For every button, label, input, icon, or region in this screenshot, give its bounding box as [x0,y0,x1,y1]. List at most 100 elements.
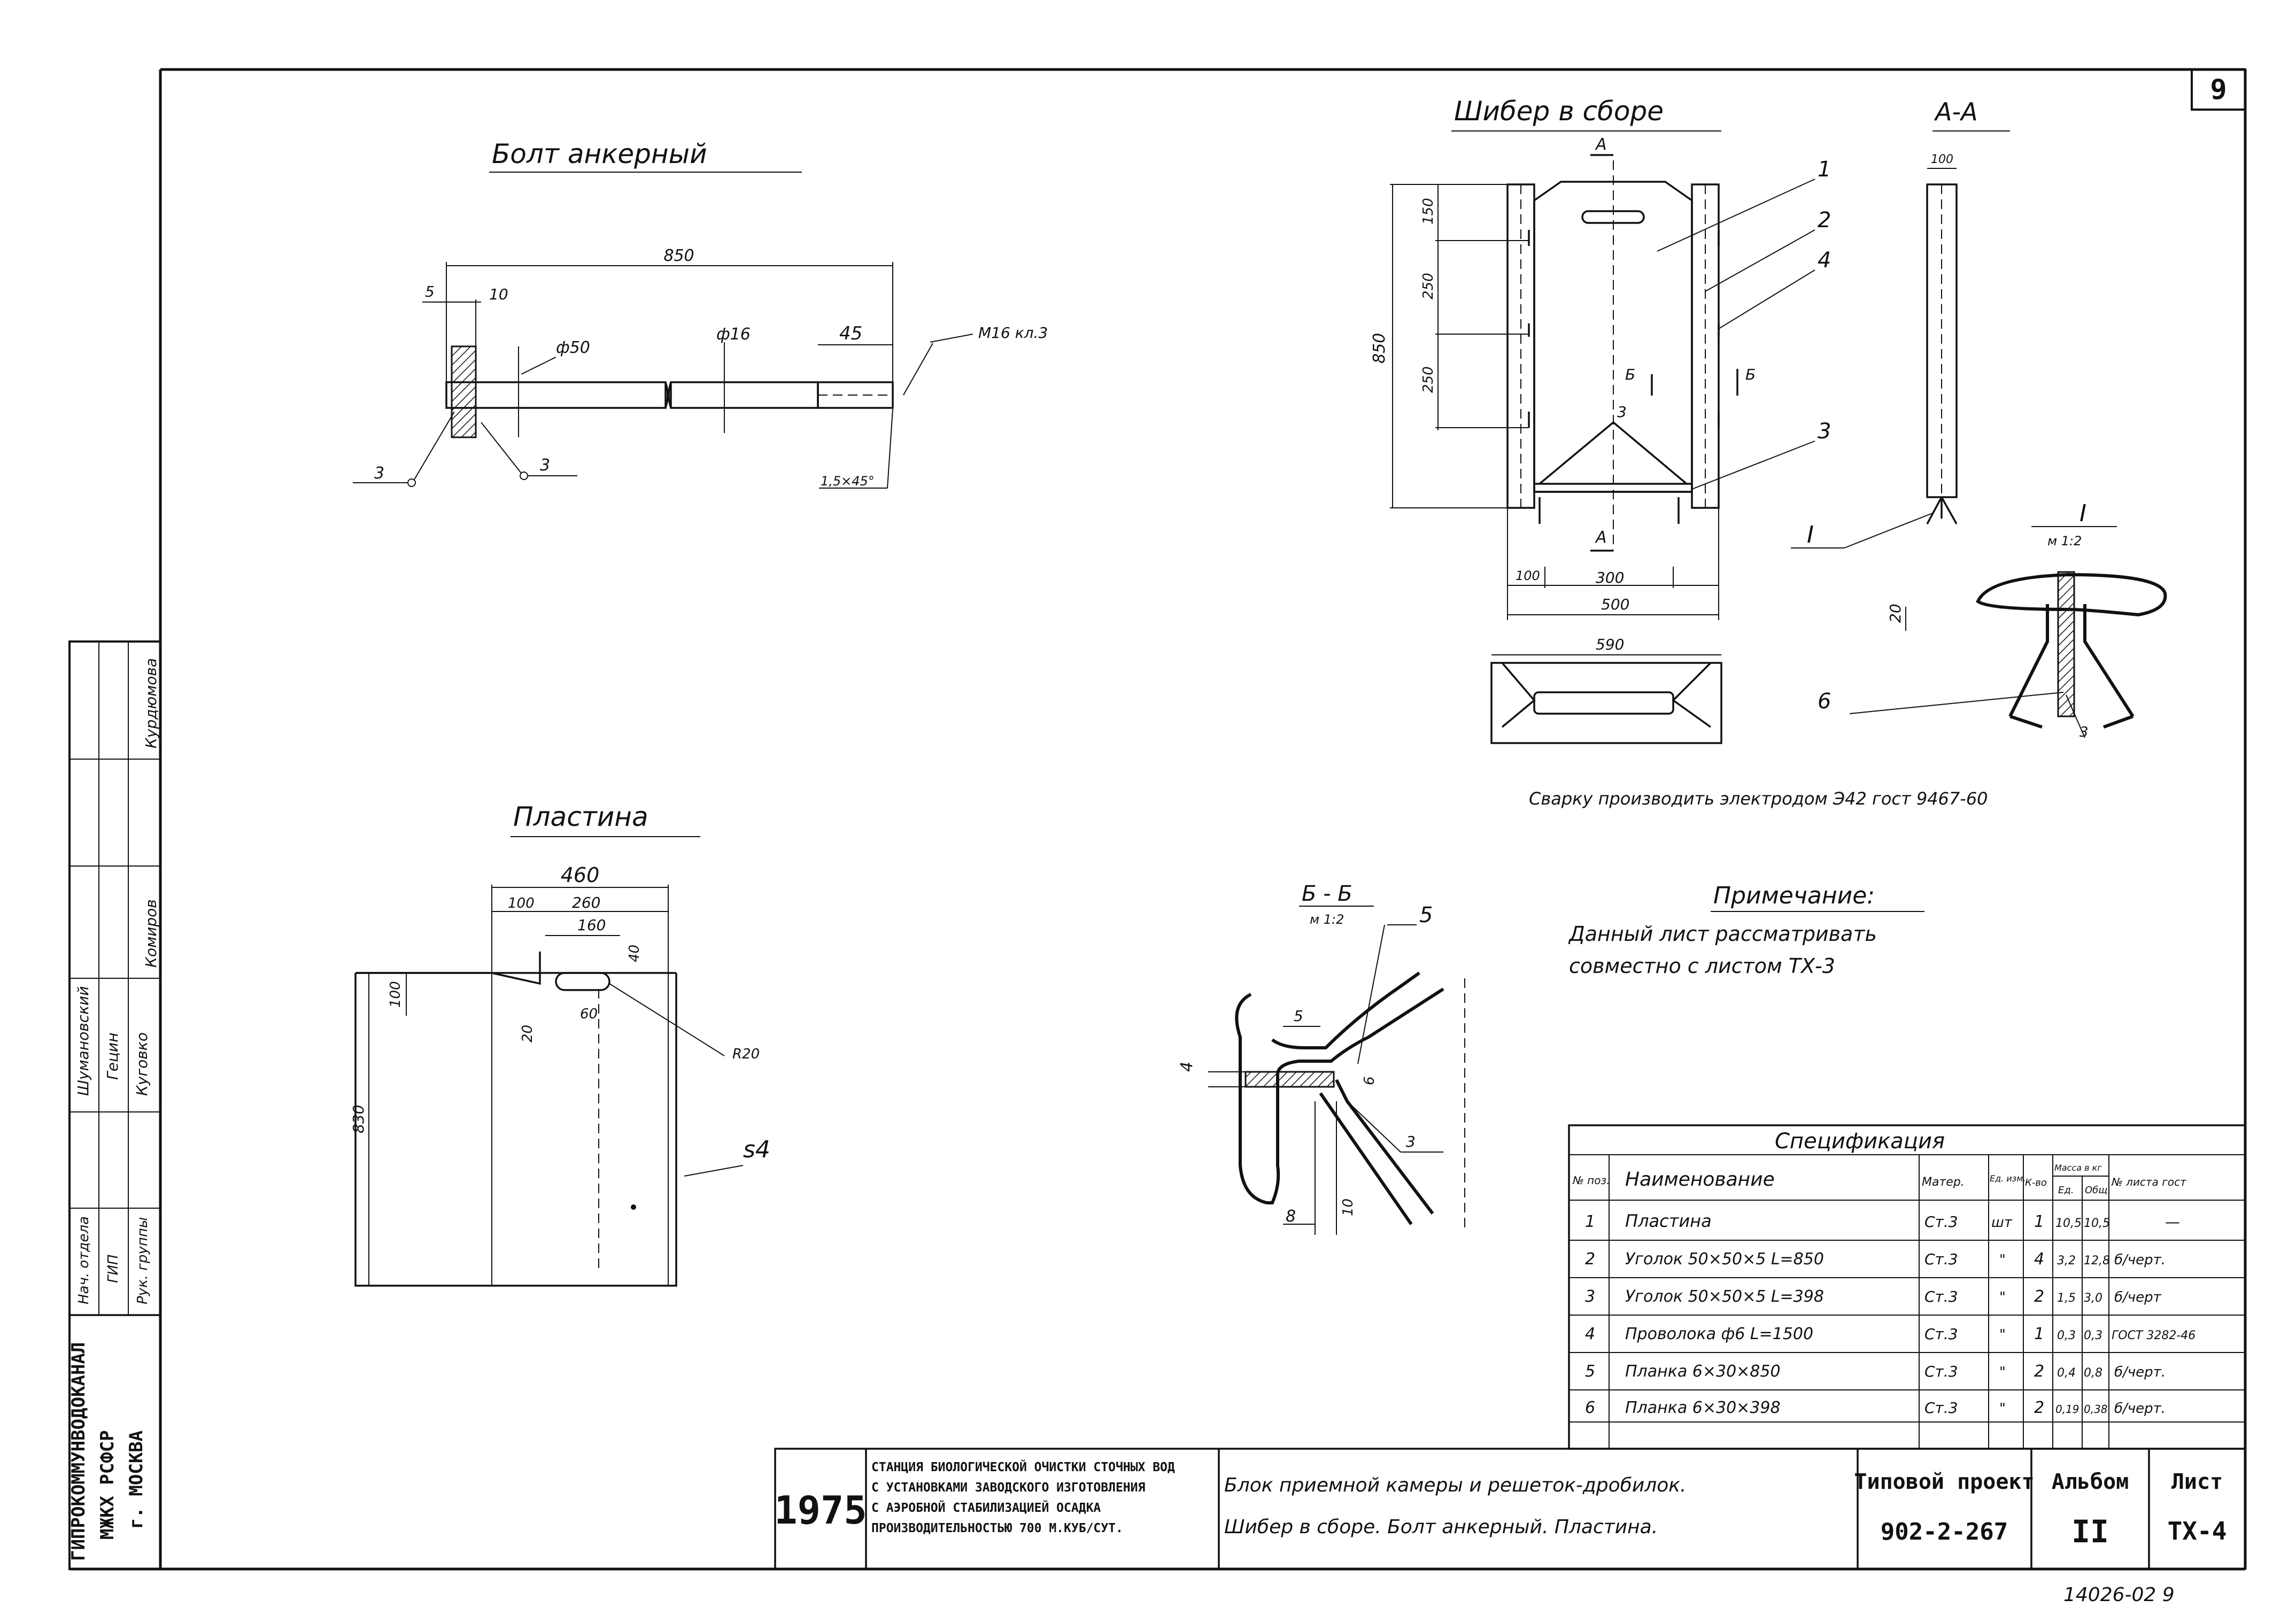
spec-r4-qty: 1 [2034,1325,2044,1343]
spec-r3-pos: 3 [1585,1287,1595,1306]
detail-I-dim: 20 [1887,604,1904,623]
role-head: Нач. отдела [76,1216,92,1304]
spec-r2-ref: б/черт. [2114,1252,2166,1268]
specification-table: Спецификация № поз. Наименование Матер. … [1568,1124,2246,1450]
gate-pos-2: 2 [1818,208,1831,233]
aa-dim-w: 100 [1931,153,1953,166]
bb-dim-10: 10 [1340,1199,1356,1216]
aa-title: А-А [1934,97,1978,126]
note-block: Примечание: Данный лист рассматривать со… [1568,882,1924,978]
anchor-bolt-drawing: Болт анкерный 850 5 10 ф50 ф16 45 М16 кл… [353,138,1048,489]
spec-r5-unit: " [1999,1364,2006,1380]
spec-r6-name: Планка 6×30×398 [1625,1398,1781,1417]
detail-I-drawing: I м 1:2 20 6 3 [1818,500,2167,740]
side-stamp: ГИПРОКОММУНВОДОКАНАЛ МЖКХ РСФСР г. МОСКВ… [68,640,161,1570]
name-2: Гецин [104,1033,121,1080]
footer-code: 14026-02 9 [2063,1584,2175,1606]
plate-thickness: s4 [743,1136,770,1163]
spec-r3-qty: 2 [2034,1287,2044,1306]
spec-r1-mat: Ст.3 [1924,1213,1958,1231]
spec-r2-qty: 4 [2034,1250,2044,1269]
spec-r1-name: Пластина [1625,1211,1712,1231]
spec-r6-m2: 0,38 [2084,1403,2108,1416]
spec-r1-ref: — [2165,1213,2180,1231]
title-station-4: ПРОИЗВОДИТЕЛЬНОСТЬЮ 700 М.КУБ/СУТ. [871,1521,1123,1535]
gate-weld: 3 [1617,403,1627,421]
gate-section-b-left: Б [1625,366,1635,383]
role-gip: ГИП [105,1255,121,1284]
table-row: 2 Уголок 50×50×5 L=850 Ст.3 " 4 3,2 12,8… [1585,1250,2166,1269]
spec-r5-ref: б/черт. [2114,1364,2166,1380]
bolt-title: Болт анкерный [492,138,707,169]
title-year: 1975 [774,1488,867,1533]
plate-dim-40: 40 [627,945,643,962]
spec-r5-m1: 0,4 [2057,1366,2076,1380]
plate-drawing: Пластина 460 100 260 160 40 100 20 60 R2… [350,801,770,1287]
gate-dim-bottom-w: 590 [1596,636,1624,653]
detail-I-scale: м 1:2 [2047,534,2082,548]
table-row: 1 Пластина Ст.3 шт 1 10,5 10,5 — [1585,1211,2180,1231]
title-project-label: Типовой проект [1854,1470,2034,1494]
spec-h-name: Наименование [1625,1169,1775,1191]
gate-section-a-top: А [1595,135,1607,154]
gate-dim-h3: 250 [1420,366,1436,393]
bb-scale: м 1:2 [1310,912,1344,927]
spec-h-qty: К-во [2025,1177,2047,1188]
plate-dim-slot: 160 [577,916,606,934]
gate-title: Шибер в сборе [1454,96,1664,127]
bb-dim-4: 4 [1178,1062,1196,1072]
spec-r6-qty: 2 [2034,1398,2044,1417]
bolt-dim-5: 5 [425,283,435,300]
table-row: 4 Проволока ф6 L=1500 Ст.3 " 1 0,3 0,3 Г… [1585,1325,2195,1343]
spec-r3-name: Уголок 50×50×5 L=398 [1625,1287,1824,1306]
title-desc-1: Блок приемной камеры и решеток-дробилок. [1224,1474,1687,1496]
section-bb-drawing: Б - Б м 1:2 5 4 8 10 6 5 3 [1178,882,1465,1235]
plate-dim-100: 100 [508,895,535,911]
bolt-chamfer: 1,5×45° [821,474,875,489]
table-row: 5 Планка 6×30×850 Ст.3 " 2 0,4 0,8 б/чер… [1585,1362,2166,1381]
spec-r4-m1: 0,3 [2057,1329,2076,1342]
spec-r6-unit: " [1999,1401,2006,1417]
spec-r4-pos: 4 [1585,1325,1595,1343]
bolt-dim-45: 45 [839,323,862,344]
table-row: 6 Планка 6×30×398 Ст.3 " 2 0,19 0,38 б/ч… [1585,1398,2166,1417]
title-album-no: II [2071,1513,2109,1550]
plate-dim-260: 260 [572,894,600,911]
detail-I-label: I [2079,500,2086,527]
gate-pos-1: 1 [1818,157,1831,182]
plate-dim-width: 460 [561,863,600,887]
name-3: Куговко [133,1032,151,1096]
spec-r2-m1: 3,2 [2057,1254,2076,1268]
aa-detail-label: I [1807,521,1814,548]
detail-I-weld: 3 [2079,724,2089,740]
title-sheet-no: ТХ-4 [2168,1517,2227,1545]
title-block: 1975 СТАНЦИЯ БИОЛОГИЧЕСКОЙ ОЧИСТКИ СТОЧН… [774,1448,2246,1570]
spec-r2-mat: Ст.3 [1924,1250,1958,1268]
spec-r3-m1: 1,5 [2057,1292,2076,1305]
bolt-dim-d50: ф50 [556,338,590,357]
bolt-weld-2: 3 [540,456,550,475]
title-station-2: С УСТАНОВКАМИ ЗАВОДСКОГО ИЗГОТОВЛЕНИЯ [871,1481,1145,1495]
spec-r1-unit: шт [1991,1215,2013,1231]
title-project-no: 902-2-267 [1881,1518,2008,1545]
spec-r3-mat: Ст.3 [1924,1288,1958,1305]
note-line-1: Данный лист рассматривать [1568,922,1877,946]
spec-r1-m1: 10,5 [2055,1217,2082,1230]
bolt-weld-1: 3 [374,464,384,483]
side-org-line-1: ГИПРОКОММУНВОДОКАНАЛ [68,1342,89,1561]
spec-r2-unit: " [1999,1252,2006,1268]
table-row: 3 Уголок 50×50×5 L=398 Ст.3 " 2 1,5 3,0 … [1585,1287,2162,1306]
spec-r6-mat: Ст.3 [1924,1399,1958,1417]
note-line-2: совместно с листом ТХ-3 [1569,954,1835,978]
bb-dim-8: 8 [1286,1207,1296,1226]
spec-r2-name: Уголок 50×50×5 L=850 [1625,1250,1824,1269]
spec-r1-qty: 1 [2034,1212,2044,1231]
title-album-label: Альбом [2052,1470,2129,1494]
role-group: Рук. группы [135,1217,151,1304]
gate-pos-3: 3 [1818,419,1831,444]
spec-h-pos: № поз. [1572,1174,1610,1187]
spec-r5-name: Планка 6×30×850 [1625,1362,1781,1381]
spec-r4-mat: Ст.3 [1924,1325,1958,1343]
spec-r6-ref: б/черт. [2114,1401,2166,1417]
